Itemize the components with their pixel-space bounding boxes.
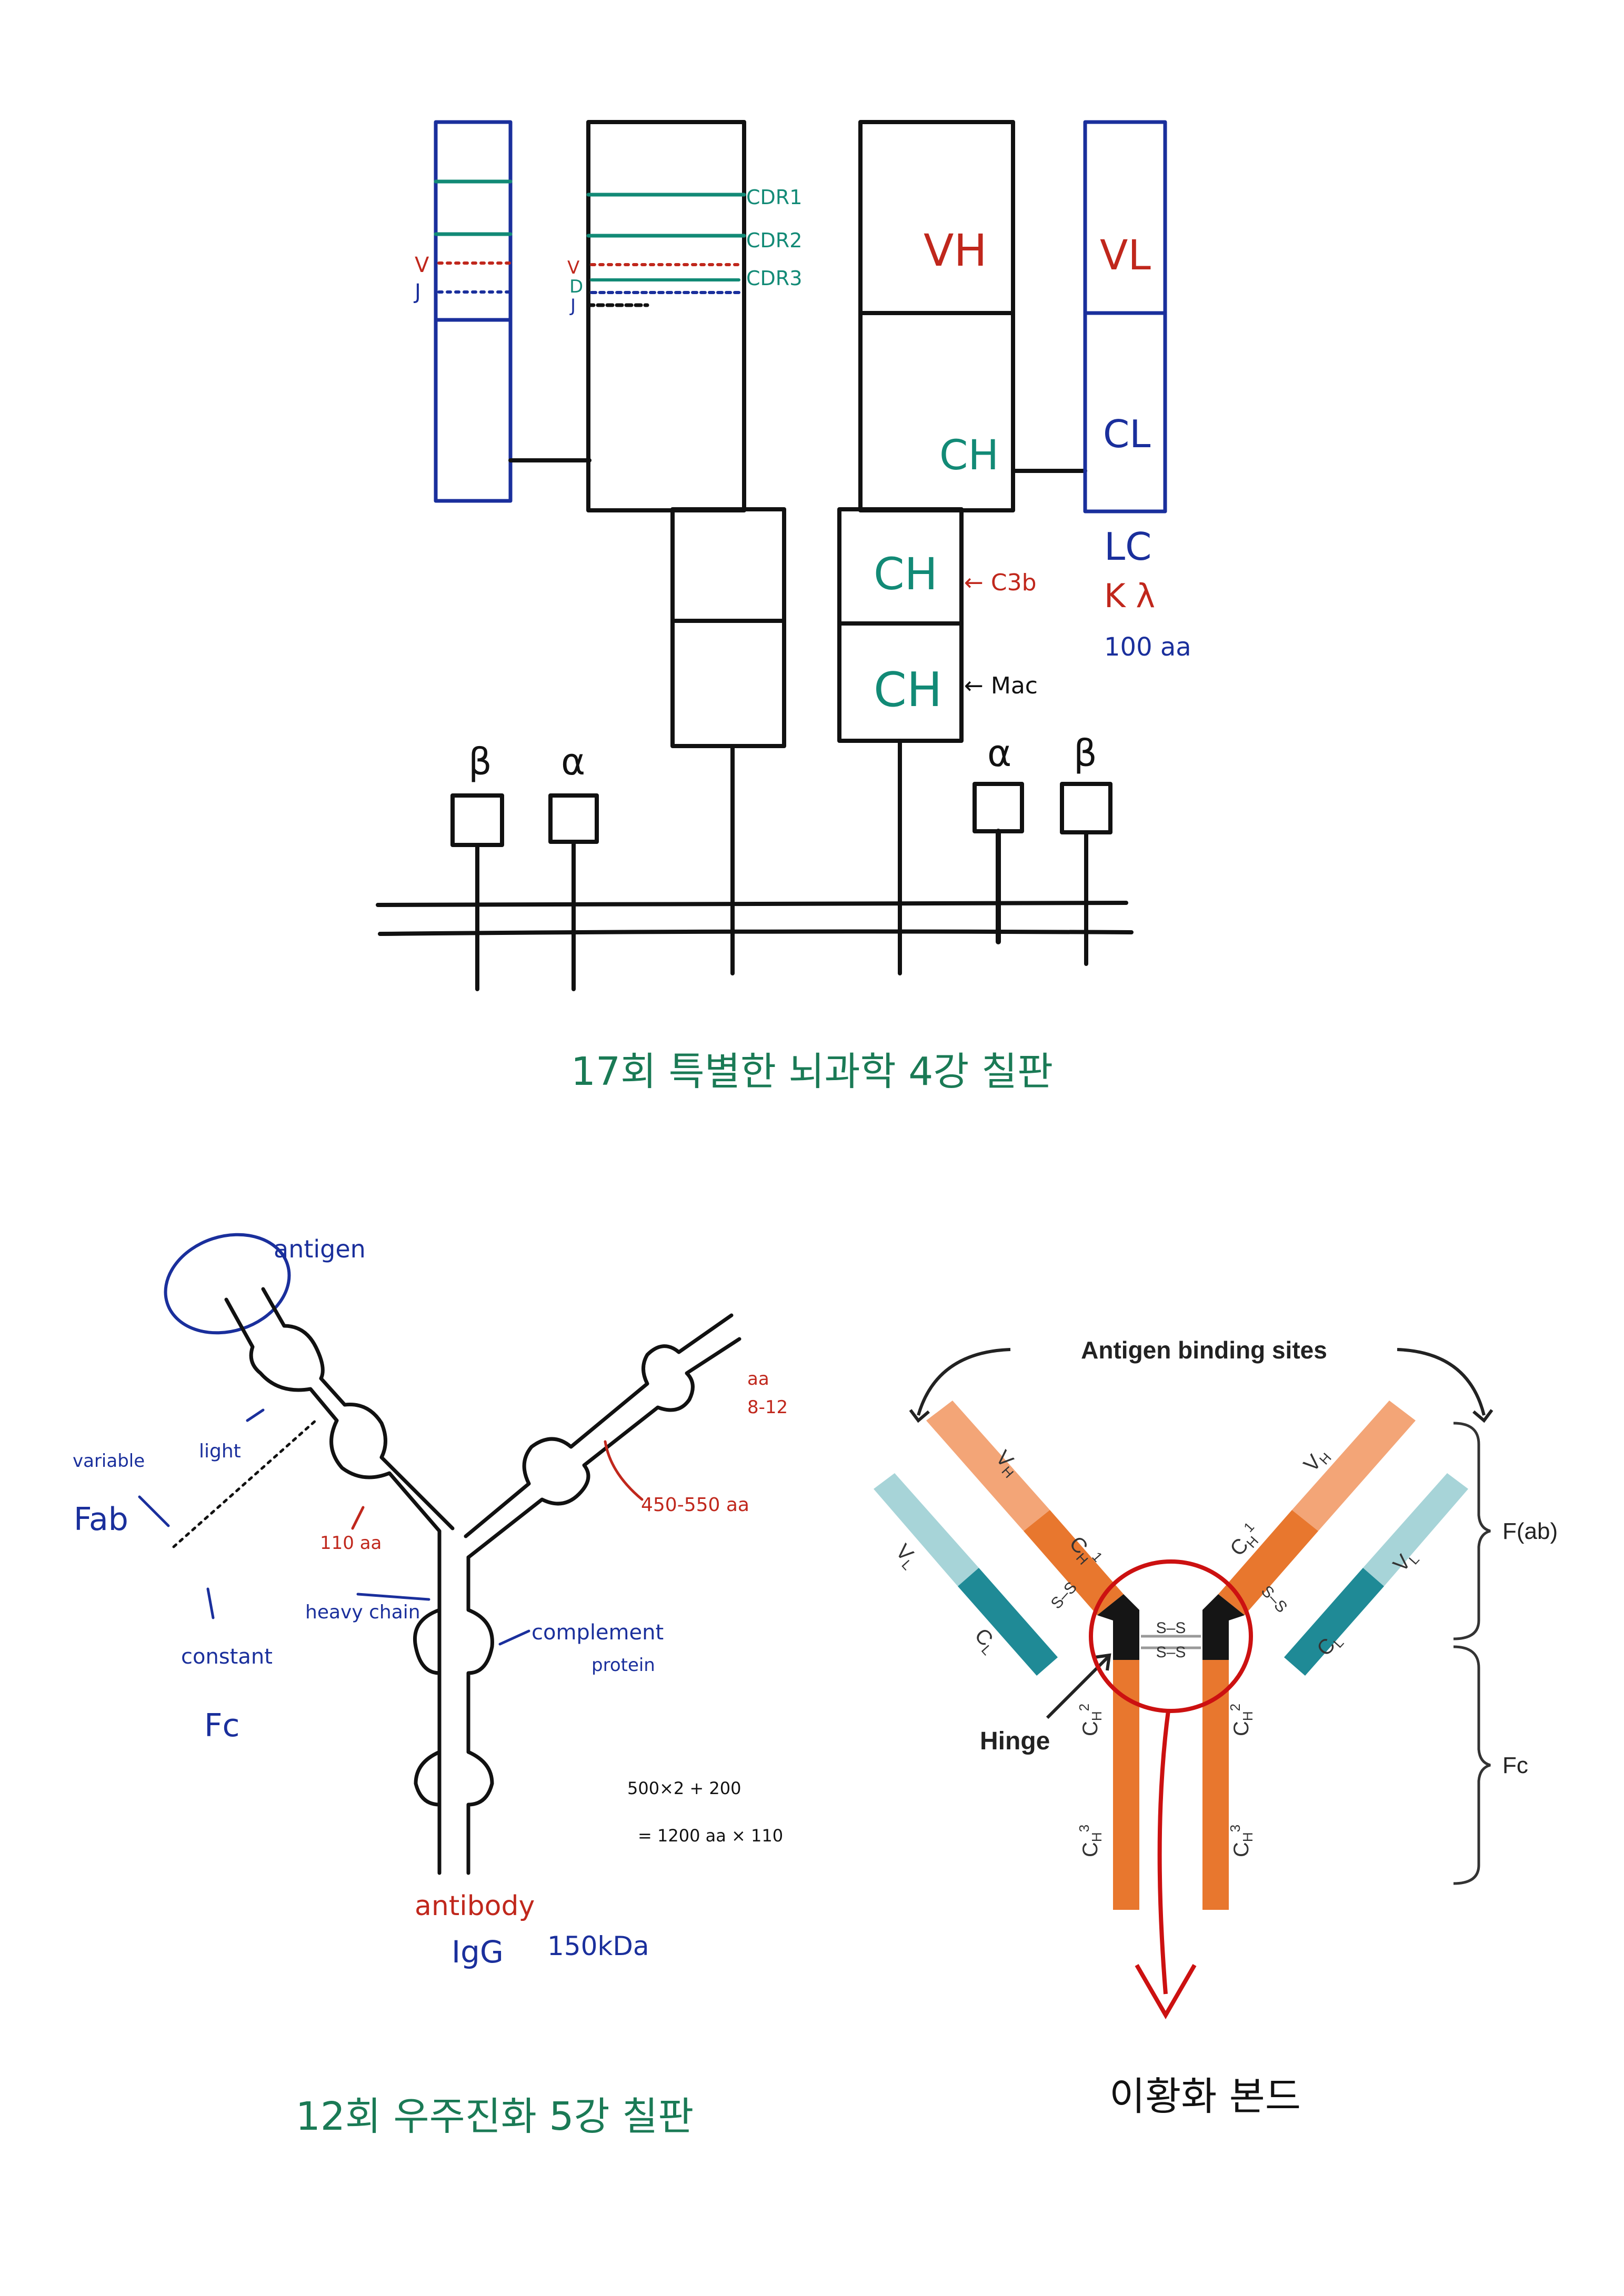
cl-label: CL <box>1103 412 1150 456</box>
cdr2-label: CDR2 <box>746 229 802 252</box>
ch2-label: CH <box>874 548 938 600</box>
left-ch3-segment <box>1113 1805 1139 1910</box>
ch1-label: CH <box>939 432 999 479</box>
hinge-ss-upper: S–S <box>1156 1619 1186 1637</box>
right-cl-segment <box>1284 1568 1384 1676</box>
beta-left-label: β <box>468 740 492 783</box>
mac-label: ← Mac <box>964 672 1038 699</box>
fab-brace <box>1453 1422 1491 1640</box>
hinge-highlight-circle <box>1089 1559 1253 1713</box>
right-hinge <box>1202 1594 1245 1660</box>
aa-110-label: 110 aa <box>320 1533 382 1554</box>
left-vl-segment <box>874 1473 979 1586</box>
constant-label: constant <box>181 1645 273 1669</box>
heavy-d-label: D <box>569 276 583 297</box>
left-fc-box <box>670 507 786 748</box>
vh-label: VH <box>924 225 987 276</box>
fc-brace <box>1453 1645 1491 1885</box>
left-vl-label: VL <box>889 1540 923 1573</box>
antibody-label: antibody <box>415 1890 535 1922</box>
fc-label: Fc <box>204 1707 240 1744</box>
left-hinge <box>1097 1594 1139 1660</box>
receptor-beta-left <box>450 793 504 847</box>
cdr1-label: CDR1 <box>746 186 802 209</box>
bottom-left-caption: 12회 우주진화 5강 칠판 <box>296 2094 694 2139</box>
receptor-beta-right <box>1060 782 1112 834</box>
antigen-binding-sites-title: Antigen binding sites <box>1081 1336 1327 1364</box>
top-blackboard-diagram: V J V D J CDR1 CDR2 CDR3 VH CH VL CL <box>376 120 1191 991</box>
variable-label: variable <box>73 1451 145 1472</box>
alpha-left-label: α <box>561 740 585 783</box>
right-vl-segment <box>1363 1473 1468 1586</box>
right-ch2-segment <box>1202 1660 1229 1805</box>
heavy-chain-box <box>586 120 746 512</box>
left-light-chain-box <box>434 120 513 503</box>
bottom-right-caption: 이황화 본드 <box>1109 2074 1301 2119</box>
fc-brace-label: Fc <box>1502 1753 1528 1778</box>
lc-label: LC <box>1104 525 1151 569</box>
receptor-alpha-right <box>973 782 1024 833</box>
membrane-line-lower <box>378 929 1134 936</box>
left-vh-segment <box>926 1401 1050 1531</box>
heavy-v-label: V <box>567 257 579 278</box>
left-chain-j-label: J <box>413 280 421 304</box>
calc-line2: = 1200 aa × 110 <box>638 1826 783 1846</box>
beta-right-label: β <box>1074 732 1097 775</box>
length-100aa-label: 100 aa <box>1104 632 1191 662</box>
kappa-lambda-label: K λ <box>1104 577 1155 615</box>
top-caption: 17회 특별한 뇌과학 4강 칠판 <box>571 1049 1053 1094</box>
aa-small-range-label: 8-12 <box>747 1397 788 1418</box>
calc-line1: 500×2 + 200 <box>627 1778 741 1798</box>
vl-label: VL <box>1100 232 1151 279</box>
left-ch2-segment <box>1113 1660 1139 1805</box>
right-vh-segment <box>1292 1401 1416 1531</box>
aa-range-label: 450-550 aa <box>641 1494 749 1516</box>
aa-small-label: aa <box>747 1368 769 1389</box>
left-ch1-segment <box>1024 1510 1124 1615</box>
right-ch3-segment <box>1202 1805 1229 1910</box>
light-label: light <box>199 1441 241 1462</box>
complement-label: complement <box>532 1620 664 1645</box>
left-ch2-label: CH2 <box>1076 1704 1105 1736</box>
fab-label: Fab <box>74 1501 128 1538</box>
right-ch2-label: CH2 <box>1227 1704 1256 1736</box>
cdr3-label: CDR3 <box>746 267 802 290</box>
heavy-j-label: J <box>569 295 576 316</box>
membrane-line-upper <box>376 901 1128 907</box>
left-ch3-label: CH3 <box>1076 1825 1105 1857</box>
antigen-label: antigen <box>274 1235 366 1263</box>
right-ch1-segment <box>1218 1510 1318 1615</box>
ch3-label: CH <box>874 662 943 718</box>
fab-brace-label: F(ab) <box>1502 1518 1558 1544</box>
alpha-right-label: α <box>987 732 1011 775</box>
handdrawn-antibody-y: antigen <box>164 1233 741 1875</box>
left-chain-v-label: V <box>415 253 429 277</box>
right-light-chain-box <box>1083 120 1167 513</box>
handdrawn-labels: light variable Fab constant Fc heavy cha… <box>73 1368 788 1970</box>
igg-schematic: Antigen binding sites S–S S–S S–S S–S <box>874 1336 1558 2019</box>
heavy-chain-label: heavy chain <box>305 1602 420 1623</box>
c3b-label: ← C3b <box>964 569 1037 596</box>
hinge-label: Hinge <box>980 1727 1050 1755</box>
receptor-alpha-left <box>548 793 599 844</box>
hinge-ss-lower: S–S <box>1156 1644 1186 1661</box>
right-ch3-label: CH3 <box>1227 1825 1256 1857</box>
left-cl-segment <box>958 1568 1058 1676</box>
protein-label: protein <box>592 1655 655 1676</box>
igg-label: IgG <box>452 1934 504 1970</box>
mass-label: 150kDa <box>547 1931 649 1961</box>
